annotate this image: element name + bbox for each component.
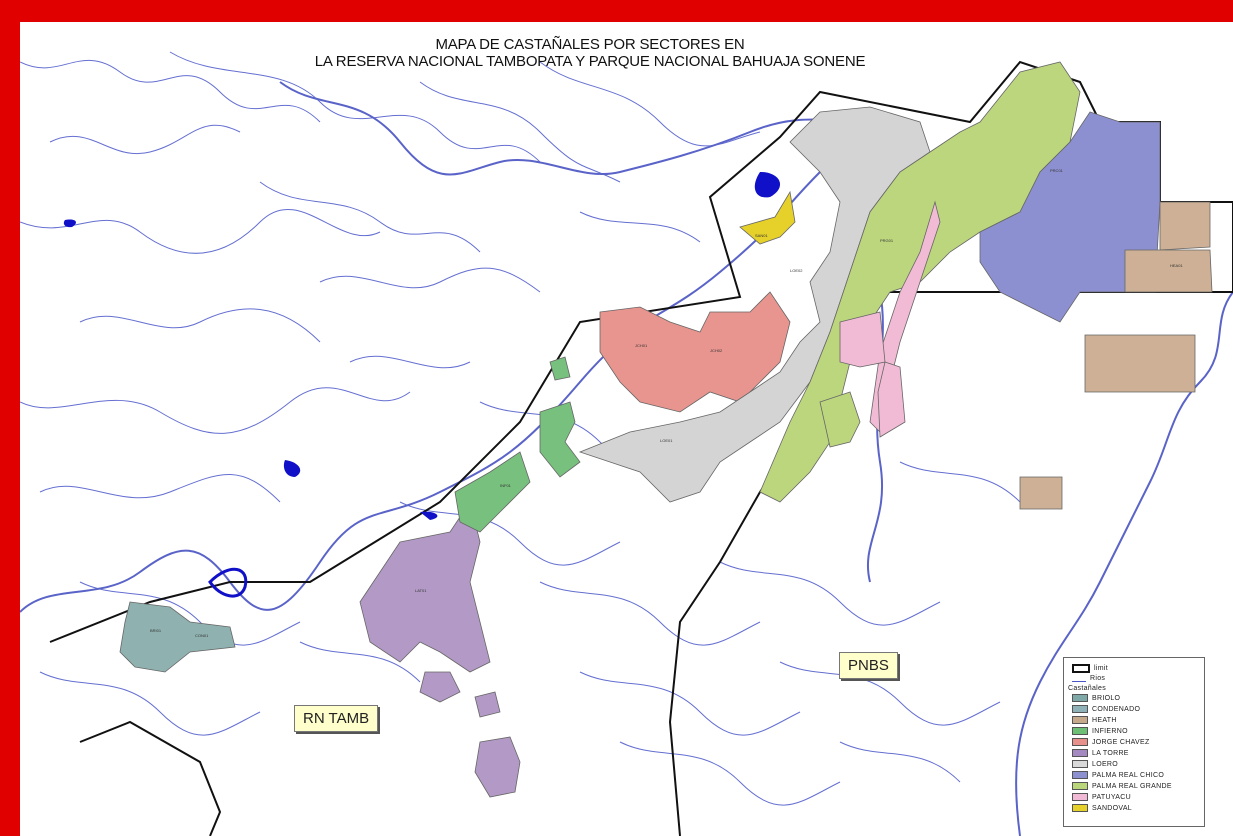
legend-swatch (1072, 771, 1088, 779)
legend-item: JORGE CHAVEZ (1072, 738, 1150, 746)
legend-item: CONDENADO (1072, 705, 1140, 713)
svg-text:LOE02: LOE02 (790, 268, 803, 273)
svg-text:CON01: CON01 (195, 633, 209, 638)
legend-swatch (1072, 716, 1088, 724)
river-swatch (1072, 675, 1086, 682)
legend-rivers: Rios (1090, 674, 1106, 682)
legend-item-label: PALMA REAL GRANDE (1092, 782, 1172, 790)
legend-item: PALMA REAL GRANDE (1072, 782, 1172, 790)
svg-text:BRI01: BRI01 (150, 628, 162, 633)
legend-heading: Castañales (1068, 684, 1107, 692)
svg-text:LAT01: LAT01 (415, 588, 427, 593)
legend-swatch (1072, 804, 1088, 812)
legend-limit: limit (1094, 664, 1108, 672)
legend-item: INFIERNO (1072, 727, 1128, 735)
sector-briolo[interactable] (119, 601, 236, 673)
svg-text:JCH01: JCH01 (635, 343, 648, 348)
map-title-line-1: MAPA DE CASTAÑALES POR SECTORES EN (435, 36, 745, 53)
svg-text:LOE01: LOE01 (660, 438, 673, 443)
legend-swatch (1072, 727, 1088, 735)
svg-text:SAN01: SAN01 (755, 233, 768, 238)
legend-swatch (1072, 749, 1088, 757)
legend-swatch (1072, 793, 1088, 801)
map-title-line-2: LA RESERVA NACIONAL TAMBOPATA Y PARQUE N… (314, 53, 866, 70)
legend-item-label: BRIOLO (1092, 694, 1121, 702)
sector-la-torre-south[interactable] (419, 671, 461, 703)
legend-item: PATUYACU (1072, 793, 1131, 801)
sector-loero[interactable] (578, 106, 931, 503)
legend-item: PALMA REAL CHICO (1072, 771, 1164, 779)
sector-heath-1[interactable] (1159, 201, 1211, 251)
svg-text:PRG01: PRG01 (880, 238, 894, 243)
sector-la-torre-mid[interactable] (474, 691, 501, 718)
legend-swatch (1072, 705, 1088, 713)
legend-item-label: PALMA REAL CHICO (1092, 771, 1165, 779)
map-legend: limit Rios Castañales BRIOLO CONDENADO HEA… (1063, 657, 1205, 827)
map-title: MAPA DE CASTAÑALES POR SECTORES EN LA RE… (180, 36, 1000, 70)
legend-item: HEATH (1072, 716, 1117, 724)
sector-sandoval[interactable] (739, 190, 796, 245)
svg-text:JCH02: JCH02 (710, 348, 723, 353)
legend-item: LOERO (1072, 760, 1118, 768)
sector-heath-4[interactable] (1019, 476, 1063, 510)
legend-item: BRIOLO (1072, 694, 1120, 702)
limit-swatch (1072, 663, 1090, 673)
svg-text:HEA01: HEA01 (1170, 263, 1183, 268)
legend-item: SANDOVAL (1072, 804, 1132, 812)
legend-item-label: INFIERNO (1092, 727, 1128, 735)
legend-item-label: HEATH (1092, 716, 1117, 724)
sector-heath-2[interactable] (1124, 249, 1213, 293)
main-rivers (20, 81, 1233, 836)
legend-item-label: LA TORRE (1092, 749, 1129, 757)
svg-text:PRC01: PRC01 (1050, 168, 1064, 173)
sector-heath-3[interactable] (1084, 334, 1196, 393)
secondary-boundary (79, 720, 222, 836)
legend-swatch (1072, 738, 1088, 746)
legend-item-label: CONDENADO (1092, 705, 1141, 713)
sector-infierno[interactable] (454, 451, 531, 533)
sector-la-torre-far-south[interactable] (474, 736, 521, 798)
legend-item-label: JORGE CHAVEZ (1092, 738, 1150, 746)
sector-polygons (119, 61, 1213, 798)
legend-item-label: PATUYACU (1092, 793, 1131, 801)
legend-item-label: SANDOVAL (1092, 804, 1133, 812)
sector-palma-real-grande-south[interactable] (819, 391, 861, 448)
rn-tamb-label: RN TAMB (294, 705, 379, 732)
sector-patuyacu-east[interactable] (877, 361, 906, 438)
sector-infierno-small[interactable] (549, 356, 571, 381)
legend-swatch (1072, 694, 1088, 702)
legend-swatch (1072, 760, 1088, 768)
legend-item-label: LOERO (1092, 760, 1119, 768)
legend-swatch (1072, 782, 1088, 790)
legend-item: LA TORRE (1072, 749, 1129, 757)
sector-jorge-chavez[interactable] (599, 291, 791, 413)
sector-patuyacu-west[interactable] (839, 311, 886, 368)
lakes (63, 172, 781, 598)
sector-infierno-north[interactable] (539, 401, 581, 478)
pnbs-label: PNBS (839, 652, 898, 679)
svg-text:INF01: INF01 (500, 483, 512, 488)
